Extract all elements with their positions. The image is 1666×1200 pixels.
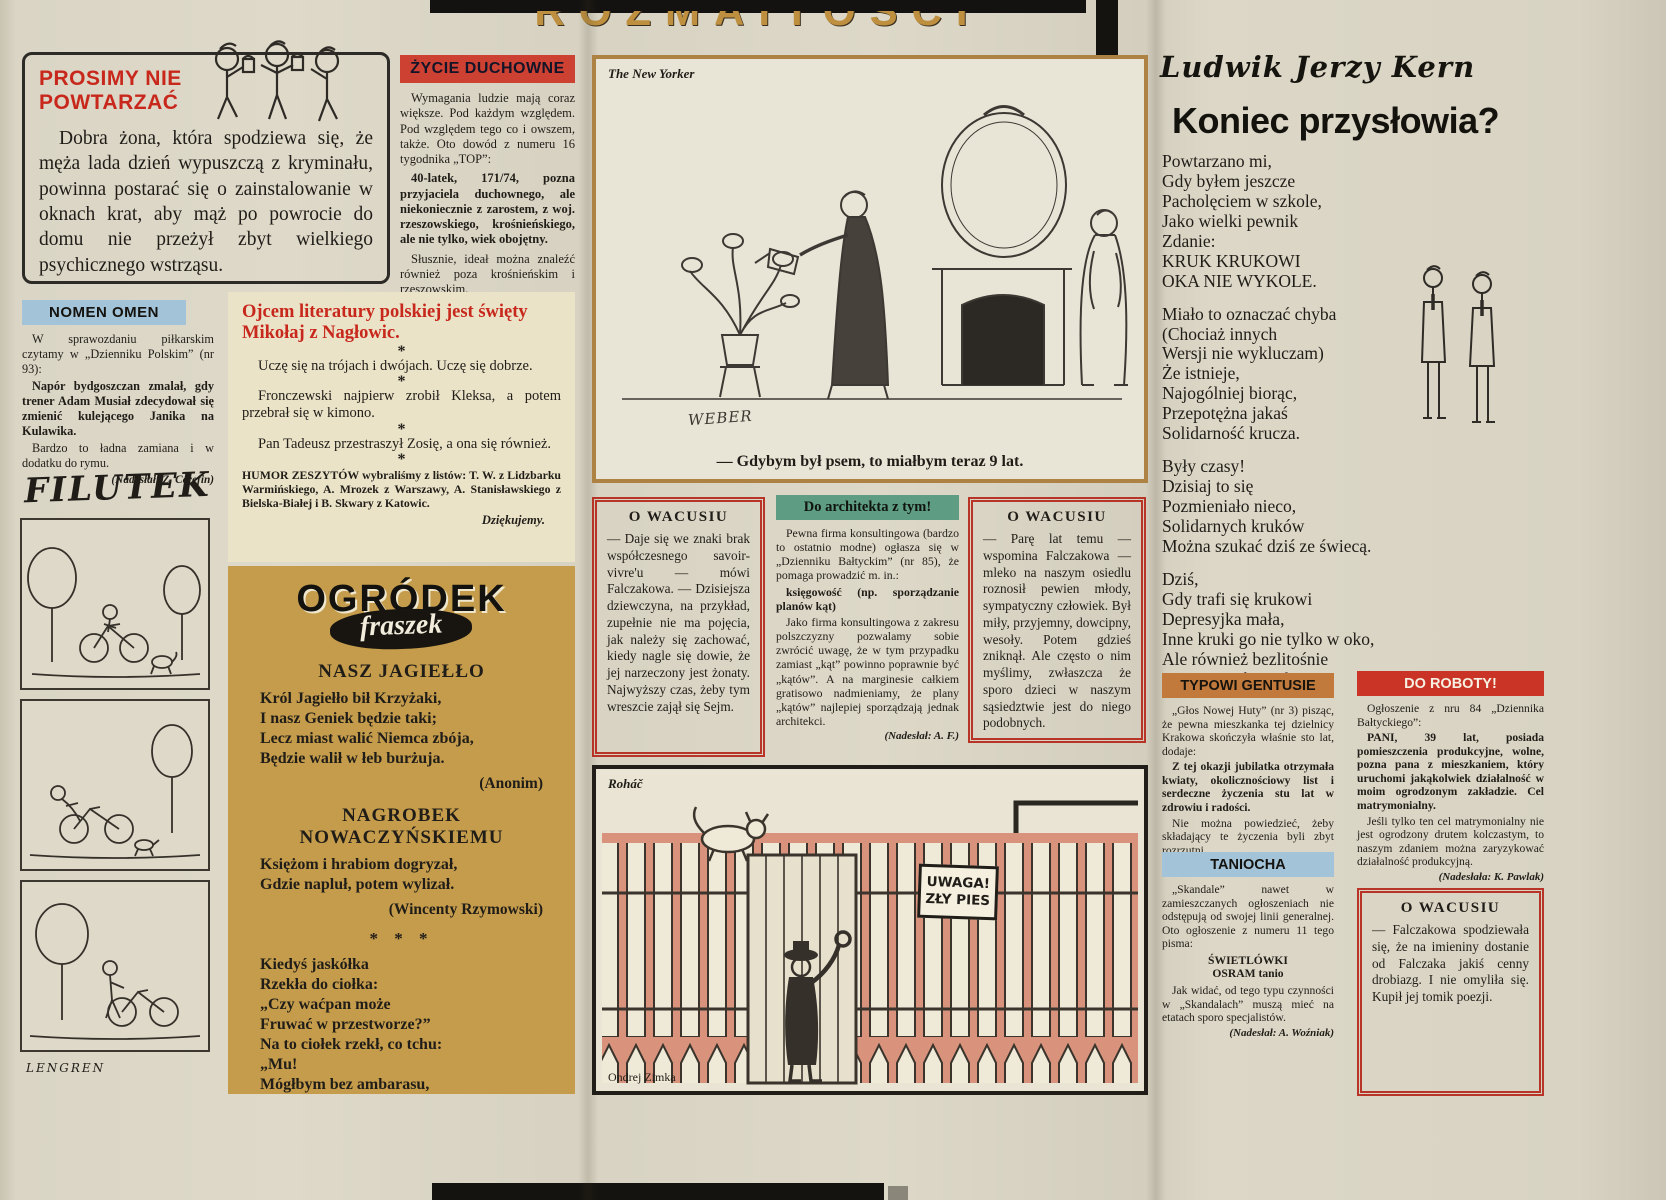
- rohac-drawing: [602, 800, 1138, 1085]
- asterisk-separator: *: [397, 451, 406, 469]
- paragraph: Ogłoszenie z nru 84 „Dziennika Bałtyckie…: [1357, 702, 1544, 729]
- asterisk-separator: *: [397, 420, 406, 438]
- article-taniocha: „Skandale” nawet w zamieszczanych ogłosz…: [1162, 883, 1334, 1039]
- cartoon-source-label: Roháč: [608, 776, 643, 791]
- paragraph: W sprawozdaniu piłkarskim czytamy w „Dzi…: [22, 332, 214, 376]
- quoted-ad: 40-latek, 171/74, pozna przyjaciela duch…: [400, 171, 575, 247]
- comic-filutek: FILUTEK: [20, 464, 216, 1075]
- comic-panel-3-drawing: [29, 903, 201, 1040]
- paragraph: Słusznie, ideał można znaleźć również po…: [400, 251, 575, 297]
- author-signature: Ludwik Jerzy Kern: [1160, 50, 1476, 84]
- humor-item: Uczę się na trójach i dwójach. Uczę się …: [258, 357, 533, 374]
- paragraph: Nie można powiedzieć, żeby składający te…: [1162, 816, 1334, 857]
- new-yorker-drawing: [622, 105, 1128, 400]
- paragraph: Wymagania ludzie mają coraz większe. Pod…: [400, 91, 575, 166]
- humor-thanks: Dziękujemy.: [481, 512, 545, 527]
- quoted-ad: PANI, 39 lat, posiada pomieszczenia prod…: [1357, 731, 1544, 812]
- poem-body: Księżom i hrabiom dogryzał, Gdzie napluł…: [260, 856, 458, 893]
- paragraph: Jako firma konsultingowa z zakresu polsz…: [776, 614, 959, 729]
- poem-stanza: Powtarzano mi, Gdy byłem jeszcze Pacholę…: [1162, 151, 1322, 291]
- article-title: O WACUSIU: [1007, 509, 1107, 525]
- article-do-architekta: Do architekta z tym! Pewna firma konsult…: [776, 495, 959, 743]
- cartoon-new-yorker: The New Yorker: [592, 55, 1148, 483]
- bottom-edge-mark-small: [888, 1186, 908, 1200]
- article-typowi-gentusie: „Głos Nowej Huty” (nr 3) pisząc, że pewn…: [1162, 704, 1334, 872]
- ogrodek-logo: OGRÓDEK fraszek: [246, 578, 557, 652]
- poem-title: NAGROBEK NOWACZYŃSKIEMU: [299, 805, 504, 848]
- credit-line: (Nadesłał: A. Woźniak): [1229, 1026, 1334, 1039]
- paragraph: Jeśli tylko ten cel matrymonialny nie je…: [1357, 814, 1544, 869]
- article-nomen-omen: NOMEN OMEN W sprawozdaniu piłkarskim czy…: [22, 300, 214, 487]
- quoted-ad: ŚWIETLÓWKI OSRAM tanio: [1208, 953, 1288, 981]
- article-zycie-duchowne: ŻYCIE DUCHOWNE Wymagania ludzie mają cor…: [400, 55, 575, 315]
- poem-body: Król Jagiełło bił Krzyżaki, I nasz Genie…: [260, 690, 474, 767]
- article-body-prosimy: Dobra żona, która spodziewa się, że męża…: [39, 128, 373, 276]
- article-body: — Falczakowa spodziewała się, że na imie…: [1372, 922, 1529, 1004]
- article-title-nomen: NOMEN OMEN: [22, 300, 186, 325]
- article-title: O WACUSIU: [1400, 900, 1501, 916]
- two-men-cartoon-icon: [1420, 265, 1496, 423]
- cartoonist-credit: Ondrej Zimka: [608, 1070, 676, 1084]
- poem-koniec-przyslowia: Powtarzano mi, Gdy byłem jeszcze Pacholę…: [1162, 151, 1504, 702]
- warning-sign: UWAGA! ZŁY PIES: [917, 863, 999, 921]
- article-title-prosimy: PROSIMY NIE POWTARZAĆ: [39, 67, 182, 114]
- paragraph: „Skandale” nawet w zamieszczanych ogłosz…: [1162, 883, 1334, 951]
- paragraph: „Głos Nowej Huty” (nr 3) pisząc, że pewn…: [1162, 704, 1334, 758]
- comic-panel-3: [20, 880, 210, 1052]
- comic-panel-2: [20, 699, 210, 871]
- paragraph: Bardzo to ładna zamiana i w dodatku do r…: [22, 441, 214, 470]
- comic-panel-2-drawing: [29, 724, 201, 859]
- humor-item: Fronczewski najpierw zrobił Kleksa, a po…: [242, 387, 561, 422]
- article-title-taniocha: TANIOCHA: [1162, 852, 1334, 877]
- article-title: Do architekta z tym!: [776, 495, 959, 520]
- article-prosimy-box: PROSIMY NIE POWTARZAĆ Dobra żona, która …: [22, 40, 390, 284]
- article-title-do-roboty: DO ROBOTY!: [1357, 671, 1544, 696]
- masthead-title-text: ROZMAITOŚCI: [430, 11, 1086, 32]
- article-do-roboty: Ogłoszenie z nru 84 „Dziennika Bałtyckie…: [1357, 702, 1544, 884]
- masthead-title: ROZMAITOŚCI: [430, 11, 1086, 33]
- credit-line: (Nadesłał: Z. Cerefin): [111, 473, 214, 486]
- article-title: O WACUSIU: [628, 509, 729, 525]
- article-title-humor: Ojcem literatury polskiej jest święty Mi…: [242, 302, 528, 344]
- cartoon-source-label: The New Yorker: [608, 66, 695, 81]
- comic-panel-1: [20, 518, 210, 690]
- comic-panel-1-drawing: [27, 547, 201, 678]
- quoted-text: księgowość (np. sporządzanie planów kąt): [776, 584, 959, 613]
- bottom-edge-mark: [432, 1183, 884, 1200]
- humor-item: Pan Tadeusz przestraszył Zosię, a ona si…: [258, 435, 552, 452]
- article-o-wacusiu-3: O WACUSIU — Falczakowa spodziewała się, …: [1357, 888, 1544, 1096]
- asterisk-separator: *: [397, 372, 406, 390]
- poem-title: NASZ JAGIEŁŁO: [318, 661, 485, 682]
- section-ogrodek-fraszek: OGRÓDEK fraszek NASZ JAGIEŁŁO Król Jagie…: [228, 566, 575, 1094]
- article-body: — Daje się we znaki brak współczesnego s…: [607, 531, 750, 714]
- comic-logo-filutek: FILUTEK: [23, 464, 212, 512]
- article-body: — Parę lat temu — wspomina Falczakowa — …: [983, 531, 1131, 731]
- paragraph: Pewna firma konsultingowa (bardzo to ost…: [776, 526, 959, 583]
- credit-line: (Nadesłał: A. F.): [884, 730, 959, 743]
- masthead-bar: [430, 0, 1086, 13]
- credit-line: (Nadesłała: K. Pawlak): [1438, 870, 1544, 883]
- cartoon-caption: — Gdybym był psem, to miałbym teraz 9 la…: [716, 453, 1024, 470]
- poem-body: Kiedyś jaskółka Rzekła do ciołka: „Czy w…: [260, 956, 443, 1093]
- poem-stanza: Były czasy! Dzisiaj to się Pozmieniało n…: [1162, 456, 1372, 556]
- article-humor-zeszytow: Ojcem literatury polskiej jest święty Mi…: [228, 292, 575, 562]
- poem-author: (Wincenty Rzymowski): [388, 901, 543, 918]
- beer-drinkers-cartoon-icon: [214, 40, 340, 122]
- page-corner-mark: [1096, 0, 1118, 64]
- poem-author: (Anonim): [479, 775, 543, 792]
- humor-footer: HUMOR ZESZYTÓW wybraliśmy z listów: T. W…: [242, 468, 561, 511]
- asterisk-separator: *: [397, 342, 406, 360]
- article-o-wacusiu-2: O WACUSIU — Parę lat temu — wspomina Fal…: [968, 497, 1146, 743]
- poem-title-koniec-przyslowia: Koniec przysłowia?: [1172, 100, 1500, 141]
- article-o-wacusiu-1: O WACUSIU — Daje się we znaki brak współ…: [592, 497, 765, 757]
- paragraph: Jak widać, od tego typu czynności w „Ska…: [1162, 983, 1334, 1025]
- quoted-text: Napór bydgoszczan zmalał, gdy trener Ada…: [22, 379, 214, 438]
- quoted-text: Z tej okazji jubilatka otrzymała kwiaty,…: [1162, 760, 1334, 814]
- poem-stanza: Miało to oznaczać chyba (Chociaż innych …: [1162, 303, 1337, 444]
- article-title-zycie: ŻYCIE DUCHOWNE: [400, 55, 575, 83]
- asterisk-separator: * * *: [369, 929, 434, 948]
- comic-signature: LENGREN: [26, 1061, 106, 1075]
- cartoon-rohac: Roháč: [592, 765, 1148, 1095]
- article-title-gentusie: TYPOWI GENTUSIE: [1162, 673, 1334, 698]
